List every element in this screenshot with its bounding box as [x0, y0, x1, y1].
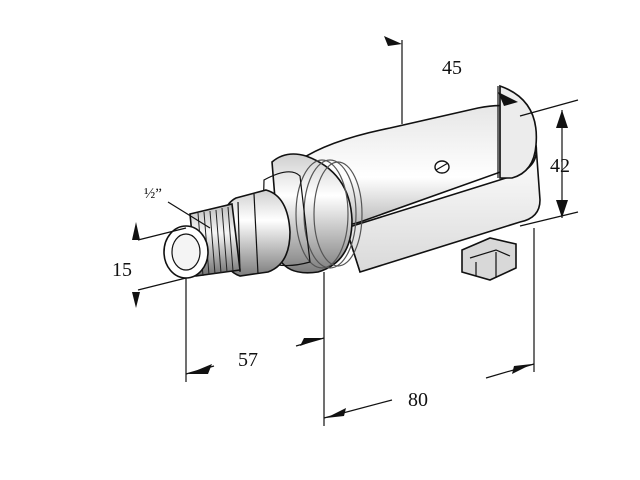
threaded-end [163, 203, 241, 279]
thread-size-label: ½” [144, 186, 162, 202]
housing [299, 84, 541, 274]
dim-total-length: 80 [408, 389, 428, 411]
dim-length-flange: 57 [238, 349, 258, 371]
dim-thread-diameter: 15 [112, 259, 132, 281]
dim-width-top: 45 [442, 57, 462, 79]
bottom-nut [461, 237, 517, 281]
dimension-lines [132, 36, 579, 426]
dim-height-right: 42 [550, 155, 570, 177]
